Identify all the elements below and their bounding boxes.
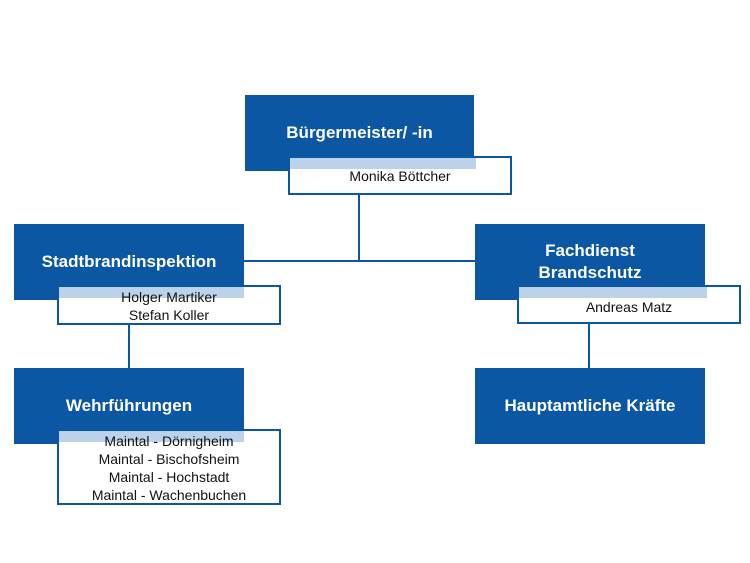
fire-brigade-name-2: Maintal - Bischofsheim — [98, 451, 240, 467]
fire-brigade-leadership-names-box: Maintal - Dörnigheim Maintal - Bischofsh… — [57, 429, 281, 505]
connector-horizontal — [244, 260, 476, 262]
full-time-staff-title-box: Hauptamtliche Kräfte — [475, 368, 705, 444]
mayor-name-box: Monika Böttcher — [288, 156, 512, 195]
highlight-strip — [519, 287, 707, 298]
connector-top-vertical — [358, 194, 360, 262]
fire-inspection-title: Stadtbrandinspektion — [41, 252, 217, 271]
fire-inspection-names-box: Holger Martiker Stefan Koller — [57, 285, 281, 325]
fire-protection-names-box: Andreas Matz — [517, 285, 741, 324]
fire-brigade-name-4: Maintal - Wachenbuchen — [91, 487, 247, 503]
connector-right-vertical — [588, 323, 590, 369]
mayor-title: Bürgermeister/ -in — [286, 123, 433, 142]
connector-left-vertical — [128, 324, 130, 369]
fire-protection-title-line-1: Fachdienst — [545, 241, 635, 260]
highlight-strip — [290, 158, 476, 169]
highlight-strip — [59, 287, 244, 298]
full-time-staff-title: Hauptamtliche Kräfte — [504, 396, 676, 415]
fire-protection-title-line-2: Brandschutz — [538, 263, 642, 282]
fire-inspection-name-1: Holger Martiker — [121, 289, 217, 305]
fire-protection-name: Andreas Matz — [585, 299, 673, 315]
mayor-name: Monika Böttcher — [349, 168, 451, 184]
highlight-strip — [59, 431, 244, 442]
fire-brigade-name-3: Maintal - Hochstadt — [108, 469, 230, 485]
fire-brigade-name-1: Maintal - Dörnigheim — [104, 433, 234, 449]
fire-brigade-leadership-title: Wehrführungen — [65, 396, 193, 415]
fire-inspection-name-2: Stefan Koller — [128, 307, 210, 323]
